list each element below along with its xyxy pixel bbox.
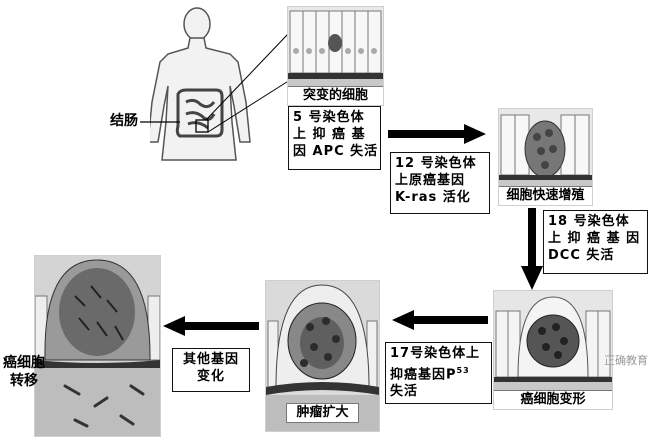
arrow-left-1 bbox=[392, 310, 488, 330]
proliferation-panel: 细胞快速增殖 bbox=[498, 108, 593, 206]
step4-line2-superscript: 53 bbox=[456, 366, 470, 375]
tumor-enlargement-caption: 肿瘤扩大 bbox=[286, 403, 359, 423]
proliferation-caption: 细胞快速增殖 bbox=[499, 186, 592, 205]
step5-box: 其他基因 变化 bbox=[172, 348, 250, 392]
step5-line2: 变化 bbox=[196, 369, 225, 384]
colon-label: 结肠 bbox=[110, 113, 138, 129]
human-torso-figure bbox=[150, 7, 251, 161]
deformation-panel: 癌细胞变形 bbox=[493, 290, 613, 410]
step3-line2: 上 抑 癌 基 因 bbox=[548, 231, 641, 246]
arrow-left-2 bbox=[163, 316, 259, 336]
step3-box: 18 号染色体 上 抑 癌 基 因 DCC 失活 bbox=[543, 210, 648, 274]
metastasis-label-line2: 转移 bbox=[10, 373, 38, 389]
step4-line1: 17号染色体上 bbox=[390, 346, 481, 361]
step1-box: 5 号染色体 上 抑 癌 基 因 APC 失活 bbox=[288, 106, 381, 170]
step2-box: 12 号染色体 上原癌基因 K-ras 活化 bbox=[390, 152, 490, 214]
step2-line3: K-ras 活化 bbox=[395, 190, 471, 205]
step1-line1: 5 号染色体 bbox=[293, 110, 365, 125]
step5-line1: 其他基因 bbox=[182, 352, 239, 367]
step4-line2: 抑癌基因P53 bbox=[390, 362, 487, 383]
tumor-enlargement-panel: 肿瘤扩大 bbox=[265, 280, 380, 432]
arrow-down bbox=[521, 208, 543, 290]
deformation-caption: 癌细胞变形 bbox=[494, 390, 612, 409]
step4-box: 17号染色体上 抑癌基因P53 失活 bbox=[385, 342, 492, 404]
mutant-cell-caption: 突变的细胞 bbox=[288, 86, 383, 105]
step2-line1: 12 号染色体 bbox=[395, 156, 477, 171]
step1-line2: 上 抑 癌 基 bbox=[293, 127, 366, 142]
metastasis-panel bbox=[34, 255, 161, 437]
step3-line1: 18 号染色体 bbox=[548, 214, 630, 229]
step4-line3: 失活 bbox=[390, 384, 419, 400]
step4-line2-text: 抑癌基因P bbox=[390, 367, 457, 383]
step2-line2: 上原癌基因 bbox=[395, 173, 466, 188]
arrow-right-1 bbox=[388, 124, 486, 144]
watermark-text: 正确教育 bbox=[604, 354, 648, 367]
step3-line3: DCC 失活 bbox=[548, 248, 615, 263]
step1-line3: 因 APC 失活 bbox=[293, 144, 379, 159]
metastasis-label-line1: 癌细胞 bbox=[3, 355, 45, 371]
mutant-cell-panel: 突变的细胞 bbox=[287, 6, 384, 106]
